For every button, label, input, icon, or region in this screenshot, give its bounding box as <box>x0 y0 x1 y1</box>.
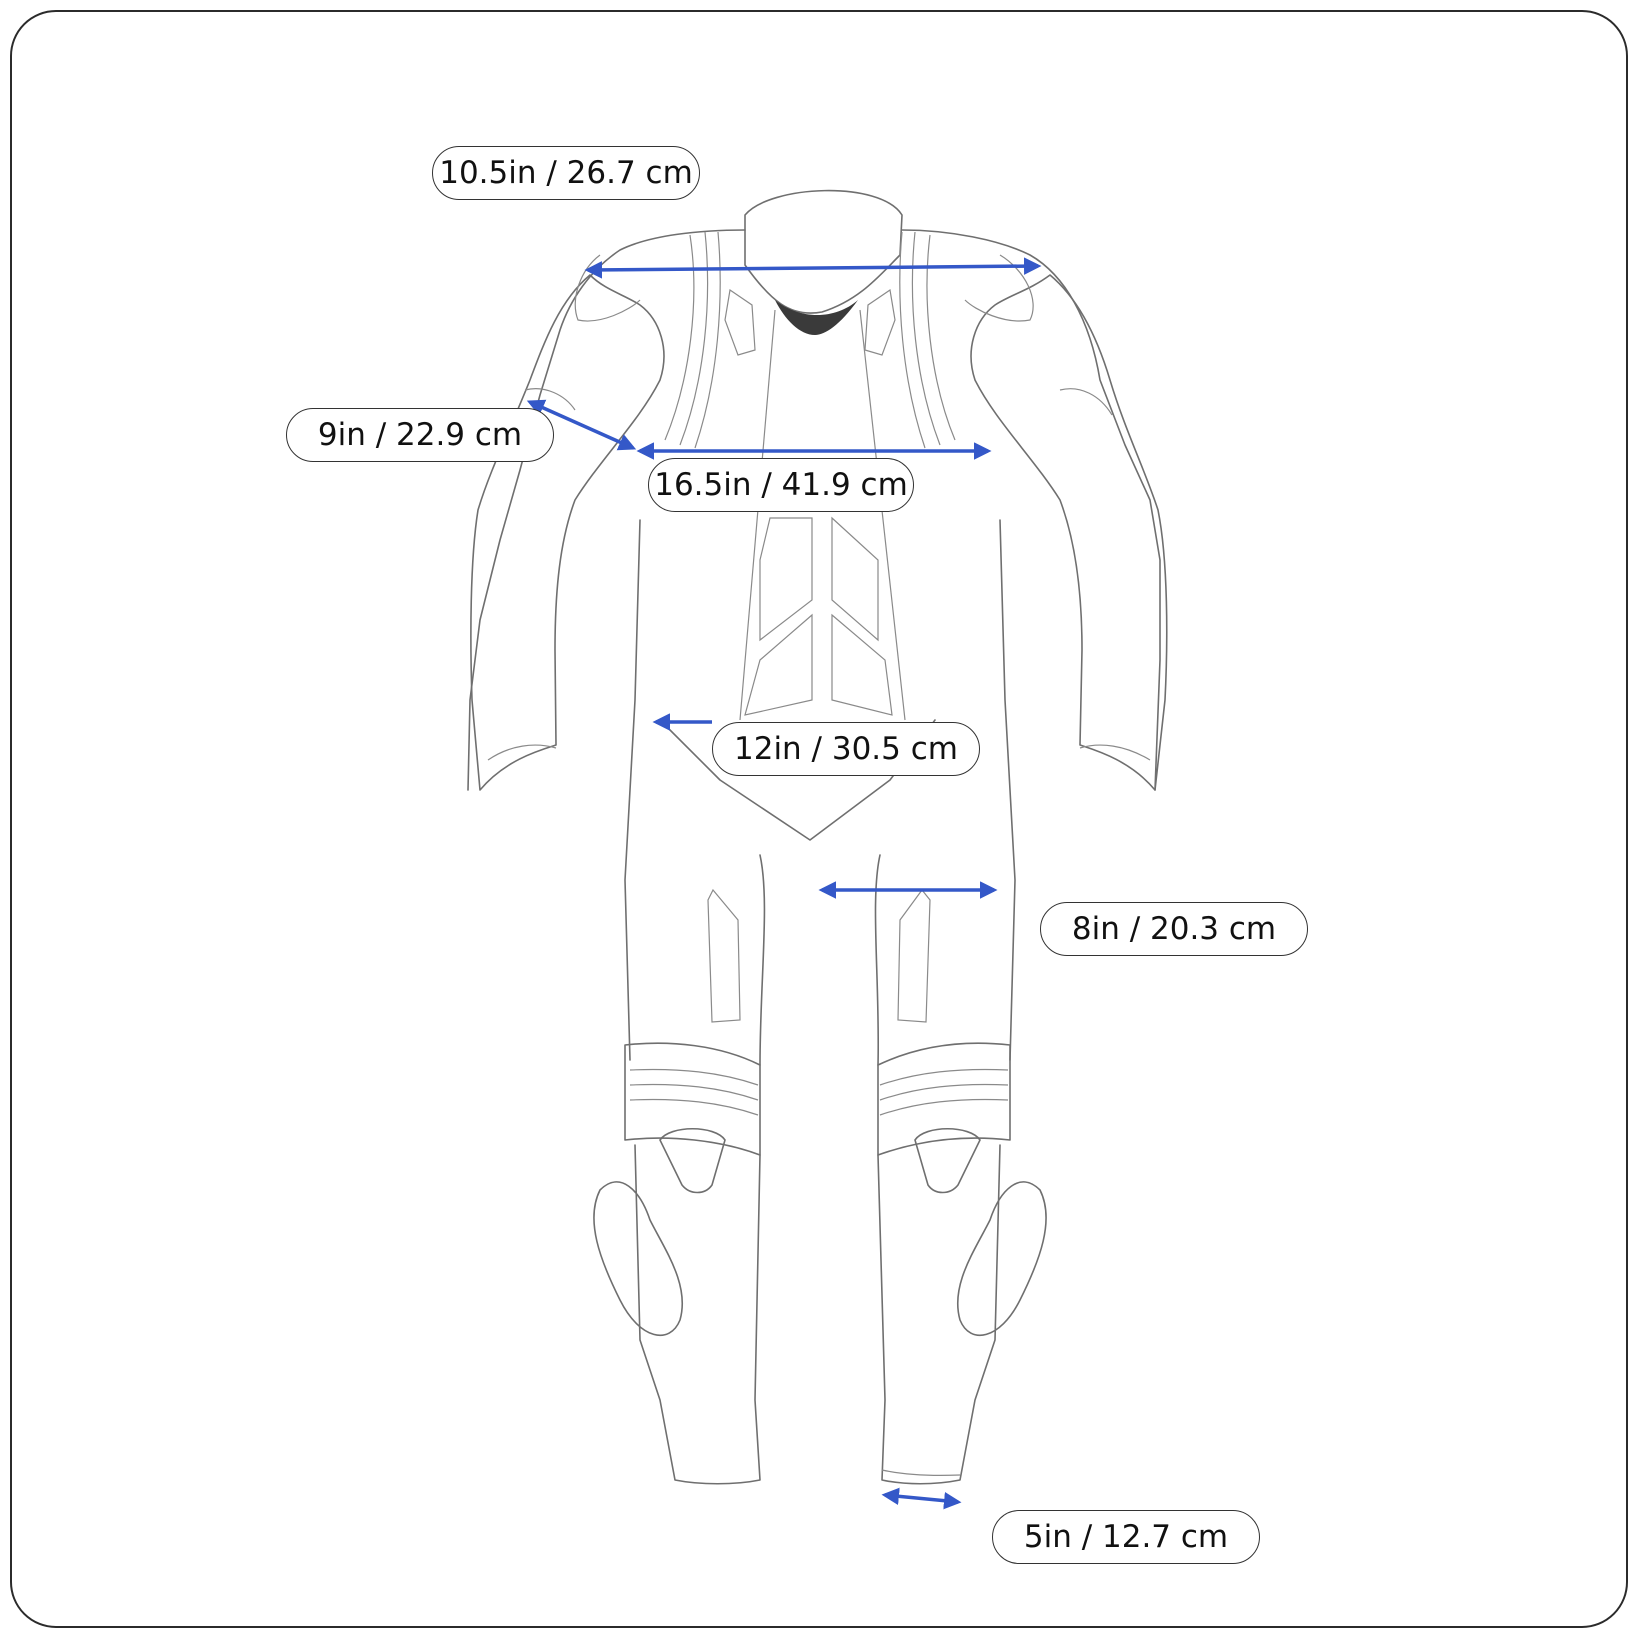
left-knee-slider <box>593 1181 684 1336</box>
left-knee-ribs <box>629 1068 759 1116</box>
ab-panel-1 <box>759 517 813 642</box>
right-chest-vent <box>864 288 896 356</box>
chest-measurement-label: 16.5in / 41.9 cm <box>648 458 914 512</box>
ab-panel-2 <box>831 516 879 642</box>
diagram-frame <box>10 10 1628 1628</box>
ankle-measurement-label: 5in / 12.7 cm <box>992 1510 1260 1564</box>
right-knee-slider <box>956 1181 1047 1336</box>
left-lower-leg <box>634 1144 761 1485</box>
shoulder-arrow <box>584 257 1042 279</box>
left-stripe-2 <box>679 231 709 446</box>
left-elbow-panel <box>524 388 576 411</box>
right-zip-line <box>859 309 906 721</box>
left-hip-outline <box>624 519 641 1061</box>
right-side-outline <box>901 229 1161 791</box>
collar <box>744 189 903 314</box>
left-thigh-vent <box>707 888 741 1023</box>
ab-panel-3 <box>744 613 813 716</box>
left-zip-line <box>739 309 776 721</box>
right-elbow-panel <box>1059 388 1113 416</box>
right-knee-puck <box>914 1127 981 1194</box>
neck-opening <box>775 300 858 335</box>
right-lower-leg <box>877 1144 1001 1485</box>
bicep-measurement-label: 9in / 22.9 cm <box>286 408 554 462</box>
right-cuff <box>1079 744 1151 761</box>
left-stripe-1 <box>664 234 695 441</box>
right-inseam <box>874 854 881 1066</box>
right-ankle-cuff <box>881 1469 961 1476</box>
waist-measurement-label: 12in / 30.5 cm <box>712 722 980 776</box>
right-thigh-vent <box>897 889 931 1023</box>
left-inseam <box>759 854 766 1066</box>
left-knee-puck <box>659 1127 726 1194</box>
right-hip-outline <box>999 519 1016 1061</box>
thigh-measurement-label: 8in / 20.3 cm <box>1040 902 1308 956</box>
left-chest-vent <box>724 288 756 356</box>
left-cuff <box>487 744 557 761</box>
bicep-arrow <box>526 399 637 451</box>
right-stripe-2 <box>911 231 941 446</box>
ankle-arrow <box>881 1487 962 1510</box>
ab-panel-4 <box>831 613 893 716</box>
shoulder-measurement-label: 10.5in / 26.7 cm <box>432 146 700 200</box>
right-knee-ribs <box>879 1068 1009 1116</box>
